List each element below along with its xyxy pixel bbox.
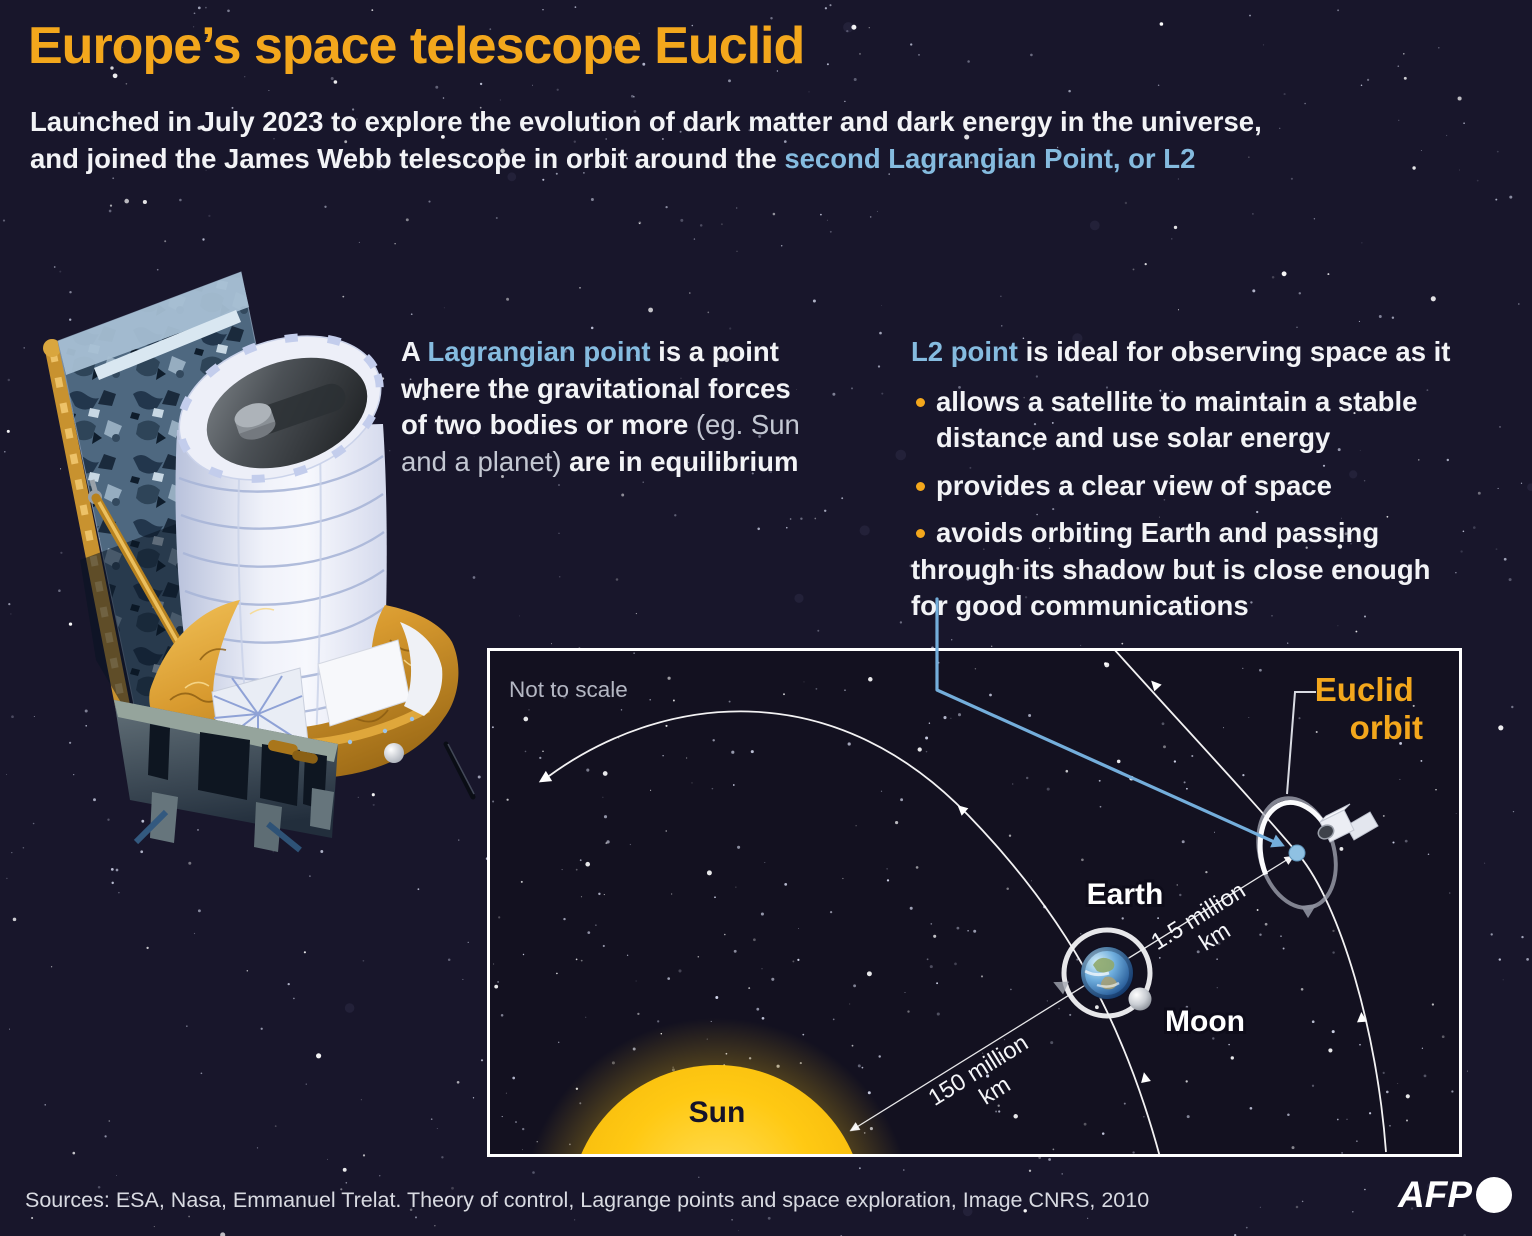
not-to-scale-label: Not to scale [509,677,628,702]
euclid-orbit-leader-line [1286,691,1316,795]
earth-label: Earth [1087,878,1164,911]
bullet-dot-icon [916,481,925,491]
sources-line: Sources: ESA, Nasa, Emmanuel Trelat. The… [25,1188,1150,1212]
sun-label: Sun [689,1096,746,1129]
diagram-border [487,648,1462,1157]
diagram-starfield [491,652,1457,1154]
l2-bullet-item: provides a clear view of space [911,468,1456,505]
afp-logo: AFP [1398,1174,1512,1216]
l2-point-marker [1288,844,1306,862]
sun-illustration [580,1065,854,1156]
euclid-orbit-label: Euclid orbit [1315,671,1423,746]
bullet-dot-icon [916,529,925,538]
l2-callout-line [935,597,1285,848]
moon-illustration [1128,987,1152,1011]
moon-label: Moon [1165,1005,1245,1038]
page-subtitle: Launched in July 2023 to explore the evo… [30,106,1262,174]
spacecraft-base [114,700,476,853]
afp-logo-circle [1476,1177,1512,1213]
l2-heading: L2 point is ideal for observing space as… [911,336,1451,367]
bullet-dot-icon [916,397,925,407]
earth-orbit-path [538,710,1161,1156]
orbit-diagram: 150 million km 1.5 million km Sun Earth … [487,597,1462,1157]
euclid-halo-orbit [1256,796,1379,919]
afp-logo-text: AFP [1398,1174,1472,1215]
page-title: Europe’s space telescope Euclid [28,17,805,75]
earth-illustration [1053,927,1153,1019]
euclid-telescope-illustration [43,271,476,853]
telescope-aperture [176,333,384,483]
l2-point-block: L2 point is ideal for observing space as… [911,334,1456,636]
satellite-icon [1317,803,1379,843]
